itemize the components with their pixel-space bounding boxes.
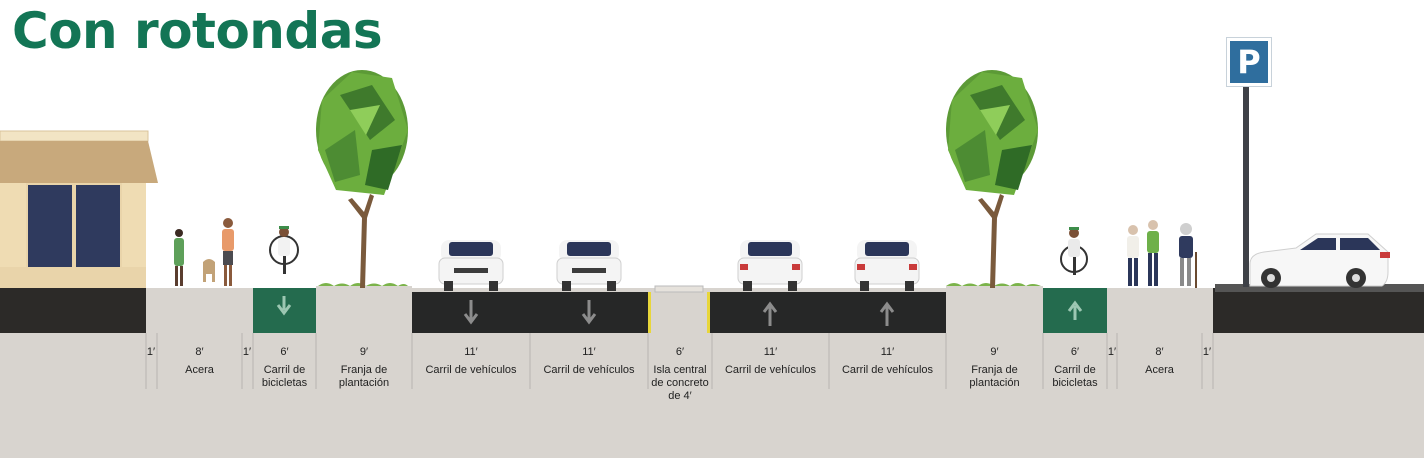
segment-dividers xyxy=(145,333,1214,389)
arrow-down-icon xyxy=(276,296,292,316)
segment-label: 9′ Franja de plantación xyxy=(946,346,1043,390)
parking-curb xyxy=(1215,284,1424,292)
segment-width: 11′ xyxy=(763,346,778,358)
pedestrian-woman xyxy=(174,229,184,286)
planting-strip-left xyxy=(316,286,412,333)
segment-label: 6′ Carril de bicicletas xyxy=(253,346,316,390)
cyclist-left xyxy=(269,226,299,274)
storefront-building xyxy=(0,130,158,288)
segment-name: Carril de vehículos xyxy=(724,364,817,376)
segment-label: 6′ Isla central de concreto de 4′ xyxy=(646,346,714,403)
segment-name: Acera xyxy=(1145,364,1174,376)
tree-left xyxy=(316,70,408,288)
median-curb xyxy=(654,285,704,293)
sidewalk-right xyxy=(1107,288,1213,333)
segment-name: Franja de plantación xyxy=(338,364,390,389)
segment-name: Isla central de concreto de 4′ xyxy=(651,364,709,402)
segment-name: Carril de vehículos xyxy=(425,364,517,376)
parked-car-side-view xyxy=(1249,233,1390,288)
arrow-up-icon xyxy=(762,301,778,326)
segment-width: 11′ xyxy=(582,346,596,358)
segment-label: 11′ Carril de vehículos xyxy=(712,346,829,377)
segment-width: 1′ xyxy=(1107,346,1117,358)
car-front-view xyxy=(556,240,622,291)
segment-label: 8′ Acera xyxy=(157,346,242,377)
segment-width: 6′ xyxy=(1070,346,1080,358)
segment-name: Carril de vehículos xyxy=(841,364,934,376)
segment-name: Carril de bicicletas xyxy=(261,364,308,389)
parking-sign-icon: P xyxy=(1227,38,1271,86)
pedestrian-man-with-dog xyxy=(203,218,234,286)
segment-width: 8′ xyxy=(195,346,204,358)
yellow-line xyxy=(648,292,651,333)
arrow-up-icon xyxy=(1067,300,1083,320)
yellow-line xyxy=(707,292,710,333)
tree-right xyxy=(946,70,1038,288)
grass xyxy=(946,283,1041,286)
segment-label: 11′ Carril de vehículos xyxy=(412,346,530,377)
segment-width: 6′ xyxy=(280,346,289,358)
segment-width: 8′ xyxy=(1155,346,1164,358)
segment-label: 1′ xyxy=(145,346,157,364)
car-rear-view xyxy=(854,240,920,291)
segment-label: 1′ xyxy=(1201,346,1213,364)
segment-name: Acera xyxy=(185,364,214,376)
arrow-down-icon xyxy=(581,300,597,325)
segment-name: Carril de bicicletas xyxy=(1052,364,1098,389)
planting-strip-right xyxy=(946,286,1043,333)
segment-width: 9′ xyxy=(990,346,999,358)
cyclist-right xyxy=(1060,227,1088,275)
segment-width: 9′ xyxy=(359,346,369,358)
segment-width: 1′ xyxy=(242,346,252,358)
page-title: Con rotondas xyxy=(12,2,383,60)
segment-label: 11′ Carril de vehículos xyxy=(829,346,946,377)
car-rear-view xyxy=(737,240,803,291)
segment-width: 1′ xyxy=(1202,346,1212,358)
segment-label: 6′ Carril de bicicletas xyxy=(1043,346,1107,390)
segment-label: 9′ Franja de plantación xyxy=(316,346,412,390)
segment-width: 11′ xyxy=(464,346,478,358)
left-earth xyxy=(0,288,146,333)
median xyxy=(648,292,710,333)
segment-label: 1′ xyxy=(241,346,253,364)
segment-width: 6′ xyxy=(675,346,685,358)
arrow-up-icon xyxy=(879,301,895,326)
segment-name: Franja de plantación xyxy=(969,364,1020,389)
segment-label: 11′ Carril de vehículos xyxy=(530,346,648,377)
sign-pole xyxy=(1243,82,1249,287)
right-earth xyxy=(1213,288,1424,333)
segment-label: 1′ xyxy=(1106,346,1118,364)
sidewalk-left xyxy=(146,288,253,333)
segment-label: 8′ Acera xyxy=(1117,346,1202,377)
arrow-down-icon xyxy=(463,300,479,325)
car-front-view xyxy=(438,240,504,291)
segment-name: Carril de vehículos xyxy=(543,364,635,376)
segment-width: 1′ xyxy=(146,346,156,358)
pedestrians-elderly-group xyxy=(1127,220,1197,288)
segment-width: 11′ xyxy=(880,346,895,358)
